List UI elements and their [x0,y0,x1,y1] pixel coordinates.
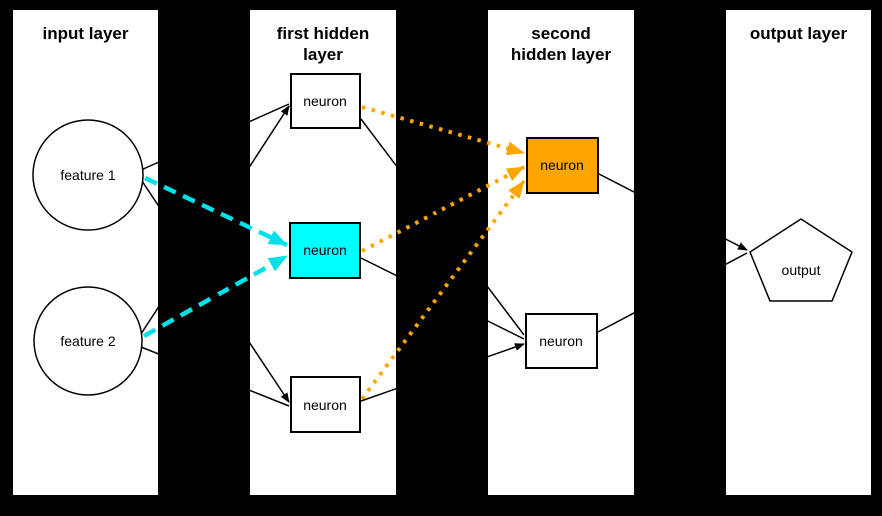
hidden2-neuron-2-node [525,313,598,369]
edge-group [140,103,748,407]
feature-1-label: feature 1 [60,167,115,183]
hidden1-neuron-3-label: neuron [303,397,347,413]
panel-input-layer: input layer [13,10,158,495]
edge-feature2-to-h1n3 [140,346,290,407]
hidden1-neuron-2-node-cyan [289,222,361,279]
hidden2-neuron-2-label: neuron [539,333,583,349]
feature-2-label: feature 2 [60,333,115,349]
edge-h1n3-to-h2n1 [360,179,526,401]
edge-feature1-to-h1n1 [140,103,290,171]
panel-second-hidden-layer: second hidden layer [488,10,634,495]
output-layer-title: output layer [749,24,848,43]
edge-feature1-to-h1n3 [141,180,290,403]
input-layer-title: input layer [42,24,129,43]
second-hidden-layer-title: second hidden layer [510,24,612,64]
hidden1-neuron-3-node [290,376,361,433]
node-group: feature 1 feature 2 neuron neuron neuron… [32,73,853,433]
edge-h1n1-to-h2n1 [361,105,525,156]
edge-h2n2-to-out [597,252,748,333]
edge-h1n3-to-h2n2 [360,343,525,402]
edge-feature2-to-h1n1 [140,105,290,335]
edge-h1n1-to-h2n2 [360,118,525,336]
hidden1-neuron-1-label: neuron [303,93,347,109]
output-node-pentagon [749,218,853,302]
feature-1-node [32,119,144,231]
hidden2-neuron-1-node-orange [526,137,599,194]
feature-2-node [33,286,143,396]
hidden1-neuron-2-label: neuron [303,242,347,258]
hidden1-neuron-1-node [290,73,361,129]
output-label: output [782,262,821,278]
edge-h2n1-to-out [598,173,748,251]
hidden2-neuron-1-label: neuron [540,157,584,173]
edge-h1n2-to-h2n2 [360,257,525,340]
edge-h1n2-to-h2n1 [361,165,525,253]
edge-feature1-to-h1n2 [144,175,288,248]
first-hidden-layer-title: first hidden layer [276,24,370,64]
edge-feature2-to-h1n2 [142,254,289,338]
